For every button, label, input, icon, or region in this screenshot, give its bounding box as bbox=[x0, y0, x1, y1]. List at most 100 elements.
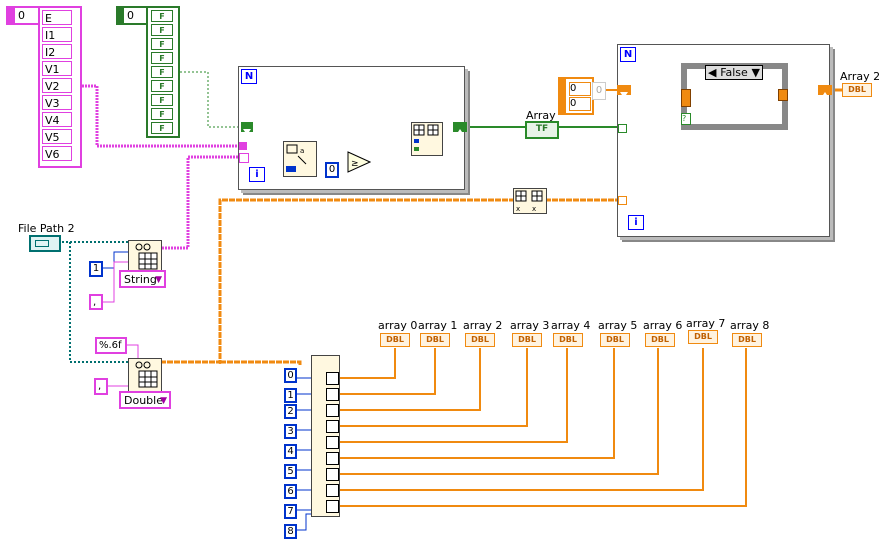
int-wire bbox=[103, 251, 128, 269]
svg-text:x: x bbox=[532, 205, 536, 213]
outer-index-array[interactable]: 0 0 bbox=[558, 77, 594, 115]
string-tunnel bbox=[239, 153, 249, 163]
type-ring-double[interactable]: Double▼ bbox=[119, 391, 171, 409]
bool-array-element[interactable]: F bbox=[151, 24, 173, 36]
index-constant[interactable]: 0 bbox=[284, 368, 297, 383]
delimiter-constant-2[interactable]: , bbox=[94, 378, 108, 395]
string-array-element[interactable]: V4 bbox=[42, 112, 72, 127]
index-value[interactable]: 0 bbox=[18, 9, 25, 22]
format-string-constant[interactable]: %.6f bbox=[95, 337, 127, 354]
array-output-indicator: DBL bbox=[600, 333, 630, 347]
string-array-element[interactable]: E bbox=[42, 10, 72, 25]
offset-constant[interactable]: 0 bbox=[325, 162, 339, 178]
dbl-wire bbox=[338, 348, 436, 395]
read-spreadsheet-double-icon[interactable] bbox=[128, 358, 162, 392]
bool-tunnel bbox=[618, 124, 627, 133]
bool-array-element[interactable]: F bbox=[151, 38, 173, 50]
case-structure[interactable]: ◀ False ▼ ? bbox=[681, 63, 788, 130]
bool-value: F bbox=[159, 82, 165, 91]
bool-value: F bbox=[159, 96, 165, 105]
svg-text:a: a bbox=[300, 147, 304, 155]
ring-value: Double bbox=[124, 394, 163, 407]
shift-register-right[interactable] bbox=[818, 85, 832, 98]
greater-or-equal-icon[interactable]: ≥ bbox=[347, 151, 372, 173]
outer-for-loop[interactable]: N i ◀ False ▼ ? bbox=[617, 44, 832, 237]
file-path-control[interactable] bbox=[29, 235, 61, 252]
dbl-wire bbox=[338, 348, 659, 475]
bool-value: F bbox=[159, 68, 165, 77]
index-output-terminal bbox=[326, 468, 339, 481]
array-output-label: array 5 bbox=[598, 319, 638, 332]
shift-register-right[interactable] bbox=[453, 122, 467, 135]
string-array-element[interactable]: I1 bbox=[42, 27, 72, 42]
search-string-icon[interactable]: a bbox=[283, 141, 317, 177]
array-output-indicator: DBL bbox=[553, 333, 583, 347]
type-ring-string[interactable]: String▼ bbox=[119, 270, 166, 288]
row-count-constant[interactable]: 1 bbox=[89, 261, 103, 277]
loop-count-terminal[interactable]: N bbox=[620, 47, 636, 62]
index-constant[interactable]: 6 bbox=[284, 484, 297, 499]
case-tunnel-out bbox=[778, 89, 788, 101]
index-value[interactable]: 0 bbox=[569, 82, 591, 96]
index-constant[interactable]: 1 bbox=[284, 388, 297, 403]
index-constant[interactable]: 3 bbox=[284, 424, 297, 439]
index-constant[interactable]: 7 bbox=[284, 504, 297, 519]
loop-iteration-terminal: i bbox=[628, 215, 644, 230]
array-output-label: array 2 bbox=[463, 319, 503, 332]
case-selector[interactable]: ◀ False ▼ bbox=[705, 65, 763, 80]
bool-array-element[interactable]: F bbox=[151, 66, 173, 78]
bool-array-element[interactable]: F bbox=[151, 108, 173, 120]
array-output-label: array 8 bbox=[730, 319, 770, 332]
dbl-wire bbox=[338, 348, 481, 411]
dbl-wire bbox=[338, 348, 528, 427]
case-selector-terminal: ? bbox=[681, 113, 691, 125]
array-output-indicator: DBL bbox=[732, 333, 762, 347]
array-output-label: array 7 bbox=[686, 317, 726, 330]
svg-text:≥: ≥ bbox=[351, 159, 359, 169]
next-case-icon[interactable]: ▼ bbox=[751, 66, 760, 79]
string-array-element[interactable]: V1 bbox=[42, 61, 72, 76]
array-output-label: array 0 bbox=[378, 319, 418, 332]
loop-count-terminal[interactable]: N bbox=[241, 69, 257, 84]
bool-array-index[interactable]: 0 bbox=[116, 6, 148, 25]
dbl-wire bbox=[338, 348, 396, 379]
dbl-wire bbox=[160, 198, 513, 364]
prev-case-icon[interactable]: ◀ bbox=[708, 66, 717, 79]
int-wire bbox=[297, 513, 312, 531]
index-output-terminal bbox=[326, 420, 339, 433]
index-constant[interactable]: 8 bbox=[284, 524, 297, 539]
index-constant[interactable]: 4 bbox=[284, 444, 297, 459]
bool-array-element[interactable]: F bbox=[151, 80, 173, 92]
index-constant[interactable]: 2 bbox=[284, 404, 297, 419]
string-array-element[interactable]: I2 bbox=[42, 44, 72, 59]
dbl-tunnel bbox=[618, 196, 627, 205]
bool-array-element[interactable]: F bbox=[151, 94, 173, 106]
index-output-terminal bbox=[326, 484, 339, 497]
string-array-element[interactable]: V5 bbox=[42, 129, 72, 144]
read-spreadsheet-string-icon[interactable] bbox=[128, 240, 162, 274]
bool-array-element[interactable]: F bbox=[151, 52, 173, 64]
index-output-terminal bbox=[326, 436, 339, 449]
replace-array-subset-icon[interactable] bbox=[411, 122, 443, 156]
bool-array-element[interactable]: F bbox=[151, 122, 173, 134]
file-path-label: File Path 2 bbox=[18, 222, 75, 235]
string-array-element[interactable]: V6 bbox=[42, 146, 72, 161]
index-value[interactable]: 0 bbox=[569, 97, 591, 111]
index-arrow-icon[interactable] bbox=[8, 8, 15, 23]
index-constant[interactable]: 5 bbox=[284, 464, 297, 479]
array2-indicator: DBL bbox=[842, 83, 872, 97]
shift-register-left[interactable] bbox=[241, 122, 253, 135]
index-value[interactable]: 0 bbox=[127, 9, 134, 22]
index-output-terminal bbox=[326, 372, 339, 385]
array-label: Array bbox=[526, 109, 556, 122]
inner-for-loop[interactable]: N i a 0 ≥ bbox=[238, 66, 467, 190]
index-arrow-icon[interactable] bbox=[118, 8, 124, 23]
string-array-element[interactable]: V3 bbox=[42, 95, 72, 110]
shift-register-left[interactable] bbox=[617, 85, 631, 98]
string-array-index[interactable]: 0 bbox=[6, 6, 40, 25]
delimiter-constant-1[interactable]: , bbox=[89, 294, 103, 310]
string-array-element[interactable]: V2 bbox=[42, 78, 72, 93]
bool-array-element[interactable]: F bbox=[151, 10, 173, 22]
